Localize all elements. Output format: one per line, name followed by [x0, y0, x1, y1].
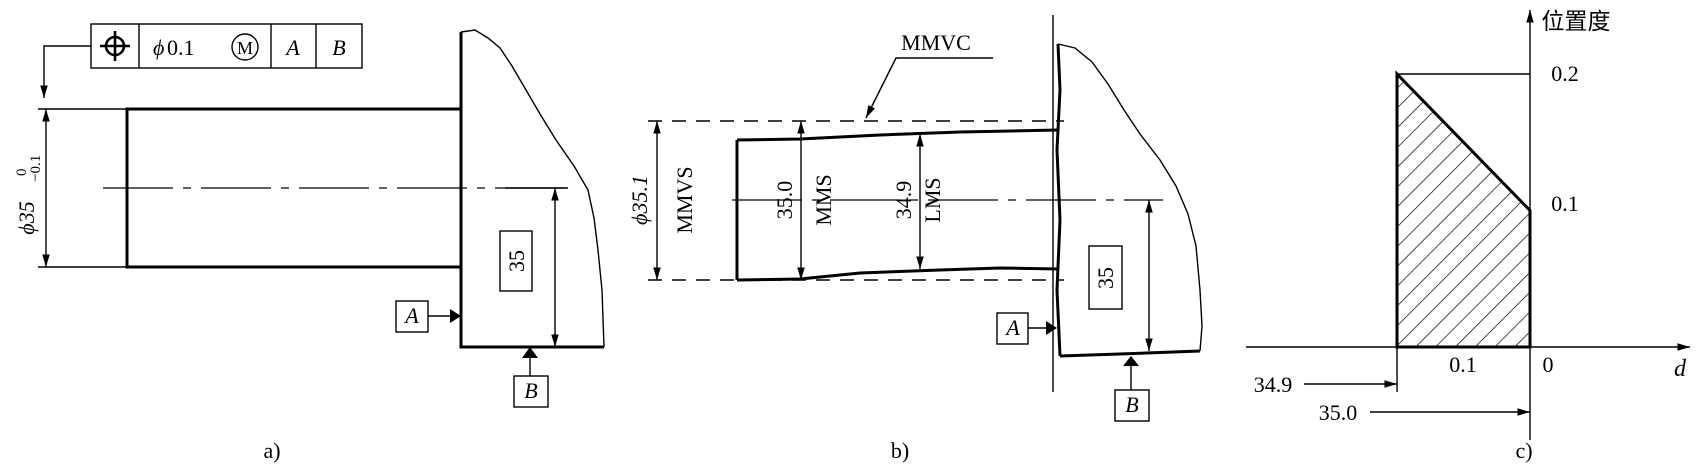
mmvc-label: MMVC [901, 30, 971, 55]
mmvs-value: ϕ35.1 [627, 175, 652, 225]
datum-b-box-b [1114, 389, 1150, 422]
datum-a-label: A [403, 303, 419, 328]
frame-border [90, 23, 363, 69]
tolerance-value: 0.1 [167, 35, 195, 60]
caption-c: c) [1515, 438, 1532, 463]
tolerance-lower: −0.1 [28, 155, 44, 182]
mmc-modifier: M [231, 33, 259, 61]
tolerance-prefix: ϕ [153, 35, 164, 60]
x-width-label: 0.1 [1449, 352, 1477, 377]
x-marker-mms: 35.0 [1319, 400, 1358, 425]
length-value: 35 [504, 250, 529, 272]
lms-value: 34.9 [891, 181, 916, 220]
caption-a: a) [263, 438, 280, 463]
datum-b-triangle [522, 347, 538, 358]
length-value-b: 35 [1093, 267, 1118, 289]
datum-a-triangle-b [1046, 321, 1057, 335]
actual-shaft-top [736, 128, 1059, 142]
diameter-label: ϕ35 0 −0.1 [14, 155, 44, 235]
wall-break-line [460, 29, 605, 348]
datum-b-label: B [524, 378, 537, 403]
length-box-b [1088, 245, 1123, 310]
y-tick-mid: 0.1 [1551, 191, 1579, 216]
panel-a: ϕ 0.1 M A B ϕ35 0 −0.1 35 [14, 23, 605, 463]
wall-face-b [1055, 43, 1062, 357]
wall-outline [459, 32, 604, 349]
wall-break-line-b [1057, 43, 1203, 352]
svg-text:ϕ35: ϕ35 [14, 201, 39, 234]
datum-a-label-b: A [1004, 315, 1020, 340]
feature-control-frame: ϕ 0.1 M A B [90, 23, 363, 69]
mms-label: MMS [811, 174, 836, 225]
x-marker-lms: 34.9 [1254, 372, 1293, 397]
origin-label: 0 [1543, 352, 1554, 377]
wall-bottom-b [1059, 349, 1201, 358]
length-box [499, 230, 533, 292]
datum-b-box [513, 375, 549, 408]
tolerance-zone-area [1395, 70, 1532, 349]
caption-b: b) [891, 438, 909, 463]
datum-b-label-b: B [1125, 392, 1138, 417]
x-axis-label: d [1674, 356, 1687, 382]
actual-shaft-bottom [736, 266, 1059, 282]
mmvs-label: MMVS [672, 166, 697, 233]
tolerance-upper: 0 [14, 169, 30, 177]
datum-a-box-b [996, 312, 1029, 345]
mmvc-leader [865, 57, 993, 119]
datum-ref-1: A [284, 35, 300, 60]
panel-c: 位置度 d 0.2 0.1 0 0.1 34.9 35.0 c) [1246, 9, 1690, 463]
y-tick-top: 0.2 [1551, 61, 1579, 86]
panel-b: MMVC ϕ35.1 MMVS 35.0 MMS 34.9 LMS 35 [627, 15, 1203, 463]
modifier-letter: M [237, 38, 253, 58]
position-symbol-icon [100, 31, 130, 61]
frame-leader [40, 45, 91, 98]
y-axis-label: 位置度 [1542, 9, 1611, 35]
datum-b-triangle-b [1123, 356, 1139, 366]
mms-value: 35.0 [772, 181, 797, 220]
datum-ref-2: B [332, 35, 345, 60]
datum-a-triangle [450, 309, 461, 323]
lms-label: LMS [920, 177, 945, 222]
